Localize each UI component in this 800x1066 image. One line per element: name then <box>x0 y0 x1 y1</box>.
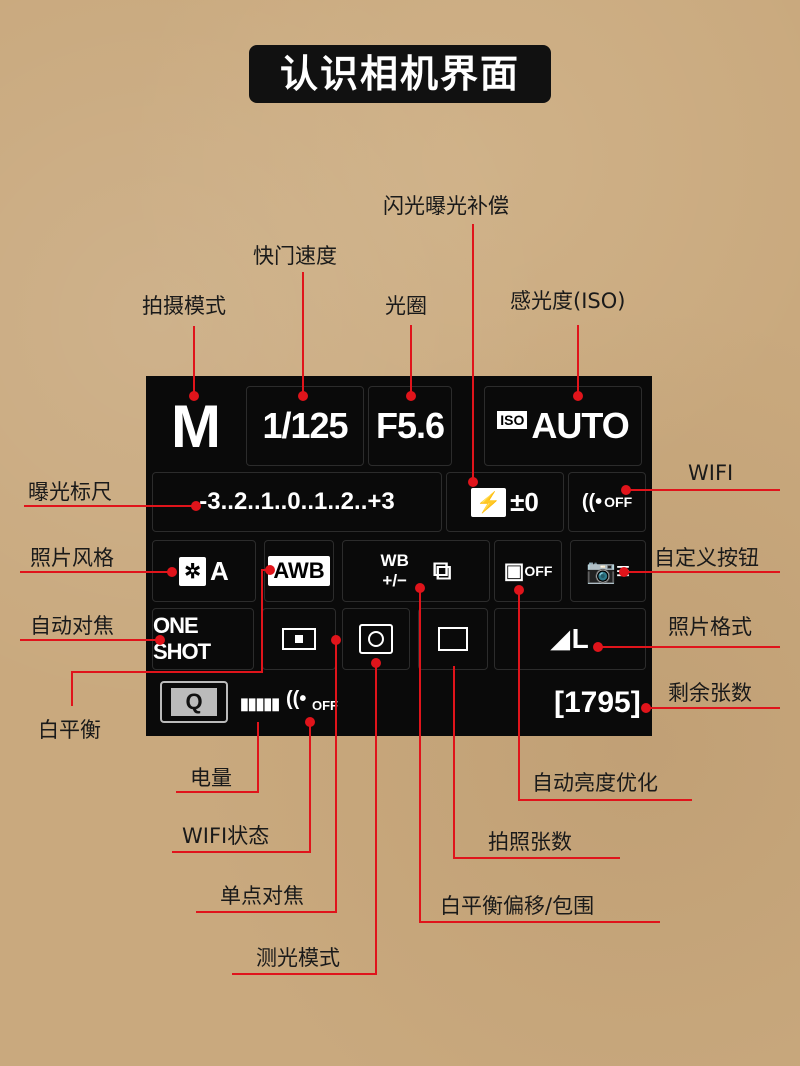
shooting-mode-cell: M <box>152 386 240 466</box>
label-metering: 测光模式 <box>256 946 340 970</box>
label-battery: 电量 <box>190 766 232 790</box>
dot-image-format <box>593 642 603 652</box>
line-drive-mode <box>453 666 620 859</box>
dot-metering <box>371 658 381 668</box>
picture-style-icon: ✲ <box>179 556 206 586</box>
wb-shift-cell: WB +/− ⧉ <box>342 540 490 602</box>
dot-shots-remaining <box>641 703 651 713</box>
dot-shooting-mode <box>189 391 199 401</box>
line-single-af <box>196 640 337 913</box>
wifi-off-text: OFF <box>604 494 633 510</box>
dot-auto-lighting <box>514 585 524 595</box>
label-shutter-speed: 快门速度 <box>253 244 337 268</box>
label-exposure-scale: 曝光标尺 <box>28 480 112 504</box>
dot-wifi-status <box>305 717 315 727</box>
shutter-cell: 1/125 <box>246 386 364 466</box>
label-auto-lighting: 自动亮度优化 <box>532 771 658 795</box>
dot-aperture <box>406 391 416 401</box>
label-wifi: WIFI <box>688 461 734 485</box>
exposure-scale-value: -3..2..1..0..1..2..+3 <box>199 488 395 515</box>
shots-remaining-value: [1795] <box>554 686 641 719</box>
line-metering <box>232 663 377 975</box>
flash-comp-cell: ⚡ ±0 <box>446 472 564 532</box>
line-auto-lighting <box>518 590 692 801</box>
image-quality-value: L <box>571 623 589 654</box>
label-shots-remaining: 剩余张数 <box>668 681 752 705</box>
exposure-scale-cell: -3..2..1..0..1..2..+3 <box>152 472 442 532</box>
label-shooting-mode: 拍摄模式 <box>142 294 226 318</box>
dot-custom-button <box>619 567 629 577</box>
dot-picture-style <box>167 567 177 577</box>
dot-autofocus <box>155 635 165 645</box>
line-white-balance <box>71 569 270 706</box>
alo-off-text: OFF <box>524 563 553 579</box>
white-balance-value: AWB <box>268 556 330 586</box>
iso-value: AUTO <box>531 405 629 446</box>
dot-wb-shift <box>415 583 425 593</box>
flash-icon: ⚡ <box>471 487 507 517</box>
wb-shift-bottom: +/− <box>382 571 407 590</box>
aperture-value: F5.6 <box>375 405 445 446</box>
dot-shutter <box>298 391 308 401</box>
line-battery <box>176 722 259 793</box>
image-quality-cell: ◢ L <box>494 608 646 670</box>
label-white-balance: 白平衡 <box>38 718 101 742</box>
dot-single-af <box>331 635 341 645</box>
label-custom-button: 自定义按钮 <box>654 546 759 570</box>
page-title: 认识相机界面 <box>249 45 551 103</box>
label-picture-style: 照片风格 <box>30 546 114 570</box>
line-wifi-status <box>172 722 311 853</box>
single-shot-icon <box>438 627 468 651</box>
line-wb-shift <box>419 588 660 923</box>
label-wifi-status: WIFI状态 <box>182 824 270 848</box>
quick-control-button[interactable]: Q <box>160 681 228 723</box>
label-drive-mode: 拍照张数 <box>488 830 572 854</box>
iso-cell: ISO AUTO <box>484 386 642 466</box>
shooting-mode-value: M <box>171 392 221 460</box>
wb-bracket-icon: ⧉ <box>432 555 452 585</box>
dot-wifi <box>621 485 631 495</box>
wb-shift-text: WB +/− <box>381 551 409 591</box>
auto-lighting-icon: ▣ <box>503 558 525 583</box>
auto-lighting-cell: ▣ OFF <box>494 540 562 602</box>
shutter-value: 1/125 <box>262 405 348 446</box>
dot-white-balance <box>265 565 275 575</box>
dot-exposure-scale <box>191 501 201 511</box>
label-flash-comp: 闪光曝光补偿 <box>383 194 509 218</box>
camera-screen: M 1/125 F5.6 ISO AUTO -3..2..1..0..1..2.… <box>146 376 652 736</box>
wb-shift-top: WB <box>380 551 409 570</box>
single-point-af-icon <box>282 628 316 650</box>
iso-badge: ISO <box>497 411 528 429</box>
label-iso: 感光度(ISO) <box>510 289 626 313</box>
white-balance-cell: AWB <box>264 540 334 602</box>
battery-icon: ▮▮▮▮▮ <box>240 696 280 713</box>
dot-flash-comp <box>468 477 478 487</box>
label-wb-shift: 白平衡偏移/包围 <box>440 894 595 918</box>
quality-icon: ◢ <box>551 625 570 653</box>
label-autofocus: 自动对焦 <box>30 614 114 638</box>
label-image-format: 照片格式 <box>668 615 752 639</box>
dot-iso <box>573 391 583 401</box>
label-aperture: 光圈 <box>385 294 427 318</box>
label-single-af: 单点对焦 <box>220 884 304 908</box>
quick-control-label: Q <box>171 688 217 716</box>
metering-icon <box>359 624 393 654</box>
wifi-status-icon: ((• <box>286 688 307 710</box>
picture-style-value: A <box>209 555 229 586</box>
flash-comp-value: ±0 <box>510 486 539 517</box>
wifi-status-off: OFF <box>312 698 338 713</box>
wifi-cell: ((• OFF <box>568 472 646 532</box>
wifi-antenna-icon: ((• <box>581 490 603 513</box>
